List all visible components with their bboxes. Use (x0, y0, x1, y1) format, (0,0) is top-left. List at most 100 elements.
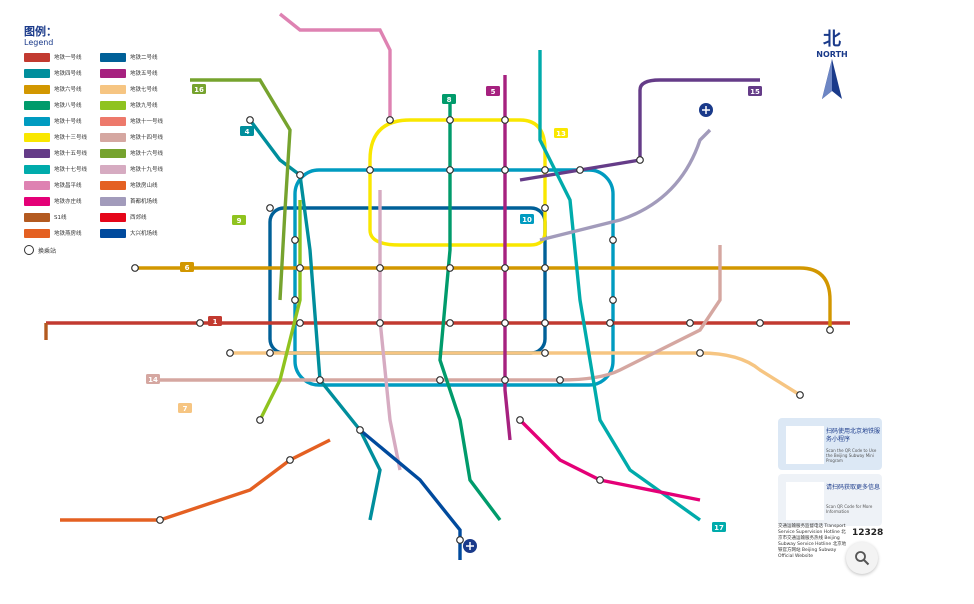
legend-label: 地铁十九号线 (130, 167, 164, 173)
transfer-station[interactable] (609, 236, 617, 244)
line-badge[interactable]: 5 (486, 86, 500, 96)
legend-label: 地铁二号线 (130, 55, 158, 61)
legend-label: 地铁七号线 (130, 87, 158, 93)
transfer-station[interactable] (501, 264, 509, 272)
transfer-station[interactable] (636, 156, 644, 164)
transfer-station[interactable] (541, 264, 549, 272)
transfer-station[interactable] (436, 376, 444, 384)
legend-swatch (24, 52, 50, 62)
line-badge-label: 16 (194, 86, 204, 94)
line-badge-label: 5 (491, 88, 496, 96)
transfer-station[interactable] (826, 326, 834, 334)
transfer-station[interactable] (376, 319, 384, 327)
legend-label: 地铁十五号线 (54, 151, 88, 157)
line-airport (539, 128, 712, 242)
line-badge[interactable]: 13 (554, 128, 568, 138)
transfer-station[interactable] (196, 319, 204, 327)
line-9 (258, 200, 302, 421)
line-badge[interactable]: 7 (178, 403, 192, 413)
legend-item: 地铁十一号线 (100, 115, 170, 127)
transfer-station[interactable] (541, 319, 549, 327)
line-badge[interactable]: 9 (232, 215, 246, 225)
legend-symbol-label: 换乘站 (38, 247, 57, 255)
transfer-station[interactable] (246, 116, 254, 124)
transfer-station[interactable] (696, 349, 704, 357)
legend-grid: 地铁一号线地铁二号线地铁四号线地铁五号线地铁六号线地铁七号线地铁八号线地铁九号线… (24, 51, 194, 239)
transfer-station[interactable] (686, 319, 694, 327)
transfer-station[interactable] (501, 319, 509, 327)
line-badge[interactable]: 1 (208, 316, 222, 326)
transfer-station[interactable] (356, 426, 364, 434)
legend-swatch (100, 84, 126, 94)
transfer-station[interactable] (316, 376, 324, 384)
line-badge[interactable]: 8 (442, 94, 456, 104)
zoom-button[interactable] (846, 542, 878, 574)
legend-item: 地铁十九号线 (100, 163, 170, 175)
line-16 (190, 78, 292, 301)
transfer-station[interactable] (501, 376, 509, 384)
line-badge[interactable]: 10 (520, 214, 534, 224)
transfer-station[interactable] (226, 349, 234, 357)
map-legend: 图例： Legend 地铁一号线地铁二号线地铁四号线地铁五号线地铁六号线地铁七号… (24, 26, 194, 255)
line-badge[interactable]: 6 (180, 262, 194, 272)
transfer-station[interactable] (386, 116, 394, 124)
legend-swatch (100, 212, 126, 222)
transfer-station[interactable] (456, 536, 464, 544)
transfer-station[interactable] (796, 391, 804, 399)
airport-icon (699, 103, 713, 117)
transfer-station[interactable] (541, 166, 549, 174)
transfer-station[interactable] (501, 116, 509, 124)
transfer-station[interactable] (266, 349, 274, 357)
transfer-station[interactable] (256, 416, 264, 424)
transfer-station[interactable] (286, 456, 294, 464)
transfer-station[interactable] (296, 319, 304, 327)
transfer-station[interactable] (131, 264, 139, 272)
transfer-station[interactable] (366, 166, 374, 174)
transfer-station[interactable] (156, 516, 164, 524)
transfer-station[interactable] (291, 236, 299, 244)
transfer-station[interactable] (609, 296, 617, 304)
qr-card-miniprogram[interactable]: 扫码使用北京地铁服务小程序 Scan the QR Code to Use th… (778, 418, 882, 470)
legend-swatch (24, 148, 50, 158)
legend-swatch (24, 100, 50, 110)
line-badge-label: 13 (556, 130, 566, 138)
transfer-station[interactable] (376, 264, 384, 272)
line-fangshan (60, 438, 331, 522)
line-badge[interactable]: 17 (712, 522, 726, 532)
transfer-station[interactable] (541, 204, 549, 212)
transfer-station[interactable] (446, 116, 454, 124)
line-badge[interactable]: 14 (146, 374, 160, 384)
legend-item: 地铁六号线 (24, 83, 94, 95)
transfer-station[interactable] (606, 319, 614, 327)
line-badge-label: 9 (237, 217, 242, 225)
transfer-station[interactable] (296, 264, 304, 272)
legend-swatch (24, 164, 50, 174)
transfer-station[interactable] (576, 166, 584, 174)
legend-item: 西郊线 (100, 211, 170, 223)
transfer-station[interactable] (556, 376, 564, 384)
qr-code-icon (786, 482, 824, 520)
legend-item: 首都机场线 (100, 195, 170, 207)
legend-label: 地铁十一号线 (130, 119, 164, 125)
qr-card-info[interactable]: 请扫码获取更多信息 Scan QR Code for More Informat… (778, 474, 882, 526)
transfer-station[interactable] (541, 349, 549, 357)
line-badge[interactable]: 16 (192, 84, 206, 94)
line-badge-bg (180, 262, 194, 272)
transfer-station[interactable] (446, 166, 454, 174)
legend-item: S1线 (24, 211, 94, 223)
transfer-station[interactable] (446, 319, 454, 327)
line-badge[interactable]: 4 (240, 126, 254, 136)
transfer-station[interactable] (296, 171, 304, 179)
transfer-station[interactable] (291, 296, 299, 304)
line-badge[interactable]: 15 (748, 86, 762, 96)
transfer-station[interactable] (756, 319, 764, 327)
transfer-station[interactable] (266, 204, 274, 212)
line-15 (519, 78, 760, 182)
transfer-station[interactable] (446, 264, 454, 272)
transfer-circle-icon (24, 245, 34, 255)
north-en: NORTH (816, 50, 848, 59)
line-badge-bg (486, 86, 500, 96)
transfer-station[interactable] (501, 166, 509, 174)
transfer-station[interactable] (516, 416, 524, 424)
transfer-station[interactable] (596, 476, 604, 484)
